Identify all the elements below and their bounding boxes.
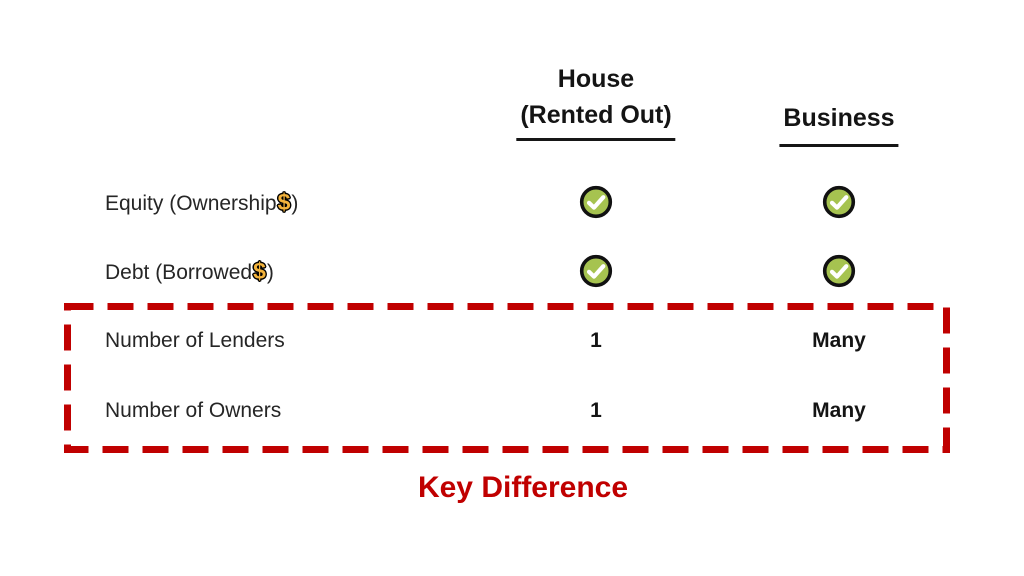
cell-value: Many (812, 399, 866, 422)
cell-value: Many (812, 329, 866, 352)
cell-debt-business (822, 251, 856, 291)
row-label-debt-suffix: ) (266, 261, 274, 284)
table-row-owners: Number of Owners 1 Many (0, 391, 1024, 431)
row-label-equity-prefix: Equity (Ownership (105, 192, 277, 215)
check-icon (579, 185, 613, 219)
cell-owners-house: 1 (590, 391, 602, 431)
house-header-line1: House (557, 65, 635, 93)
table-row-equity: Equity (Ownership$) (0, 182, 1024, 222)
cell-value: 1 (590, 399, 602, 422)
row-label-lenders: Number of Lenders (105, 329, 285, 352)
dollar-icon: $ (277, 189, 291, 215)
row-label-debt-prefix: Debt (Borrowed (105, 261, 253, 284)
row-label-equity-suffix: ) (291, 192, 299, 215)
dollar-icon: $ (253, 258, 266, 284)
cell-value: 1 (590, 329, 602, 352)
row-label-equity: Equity (Ownership$) (105, 182, 298, 222)
check-icon (822, 254, 856, 288)
check-icon (579, 254, 613, 288)
cell-equity-house (579, 182, 613, 222)
column-header-house: House (Rented Out) (516, 61, 676, 141)
cell-debt-house (579, 251, 613, 291)
key-difference-caption: Key Difference (417, 471, 629, 504)
column-header-business: Business (779, 100, 899, 147)
house-header-line2: (Rented Out) (520, 101, 672, 129)
check-icon (822, 185, 856, 219)
cell-lenders-house: 1 (590, 321, 602, 361)
business-header-label: Business (783, 104, 895, 132)
cell-lenders-business: Many (812, 321, 866, 361)
table-row-debt: Debt (Borrowed$) (0, 251, 1024, 291)
cell-equity-business (822, 182, 856, 222)
row-label-debt: Debt (Borrowed$) (105, 251, 274, 291)
cell-owners-business: Many (812, 391, 866, 431)
table-row-lenders: Number of Lenders 1 Many (0, 321, 1024, 361)
row-label-owners: Number of Owners (105, 399, 282, 422)
